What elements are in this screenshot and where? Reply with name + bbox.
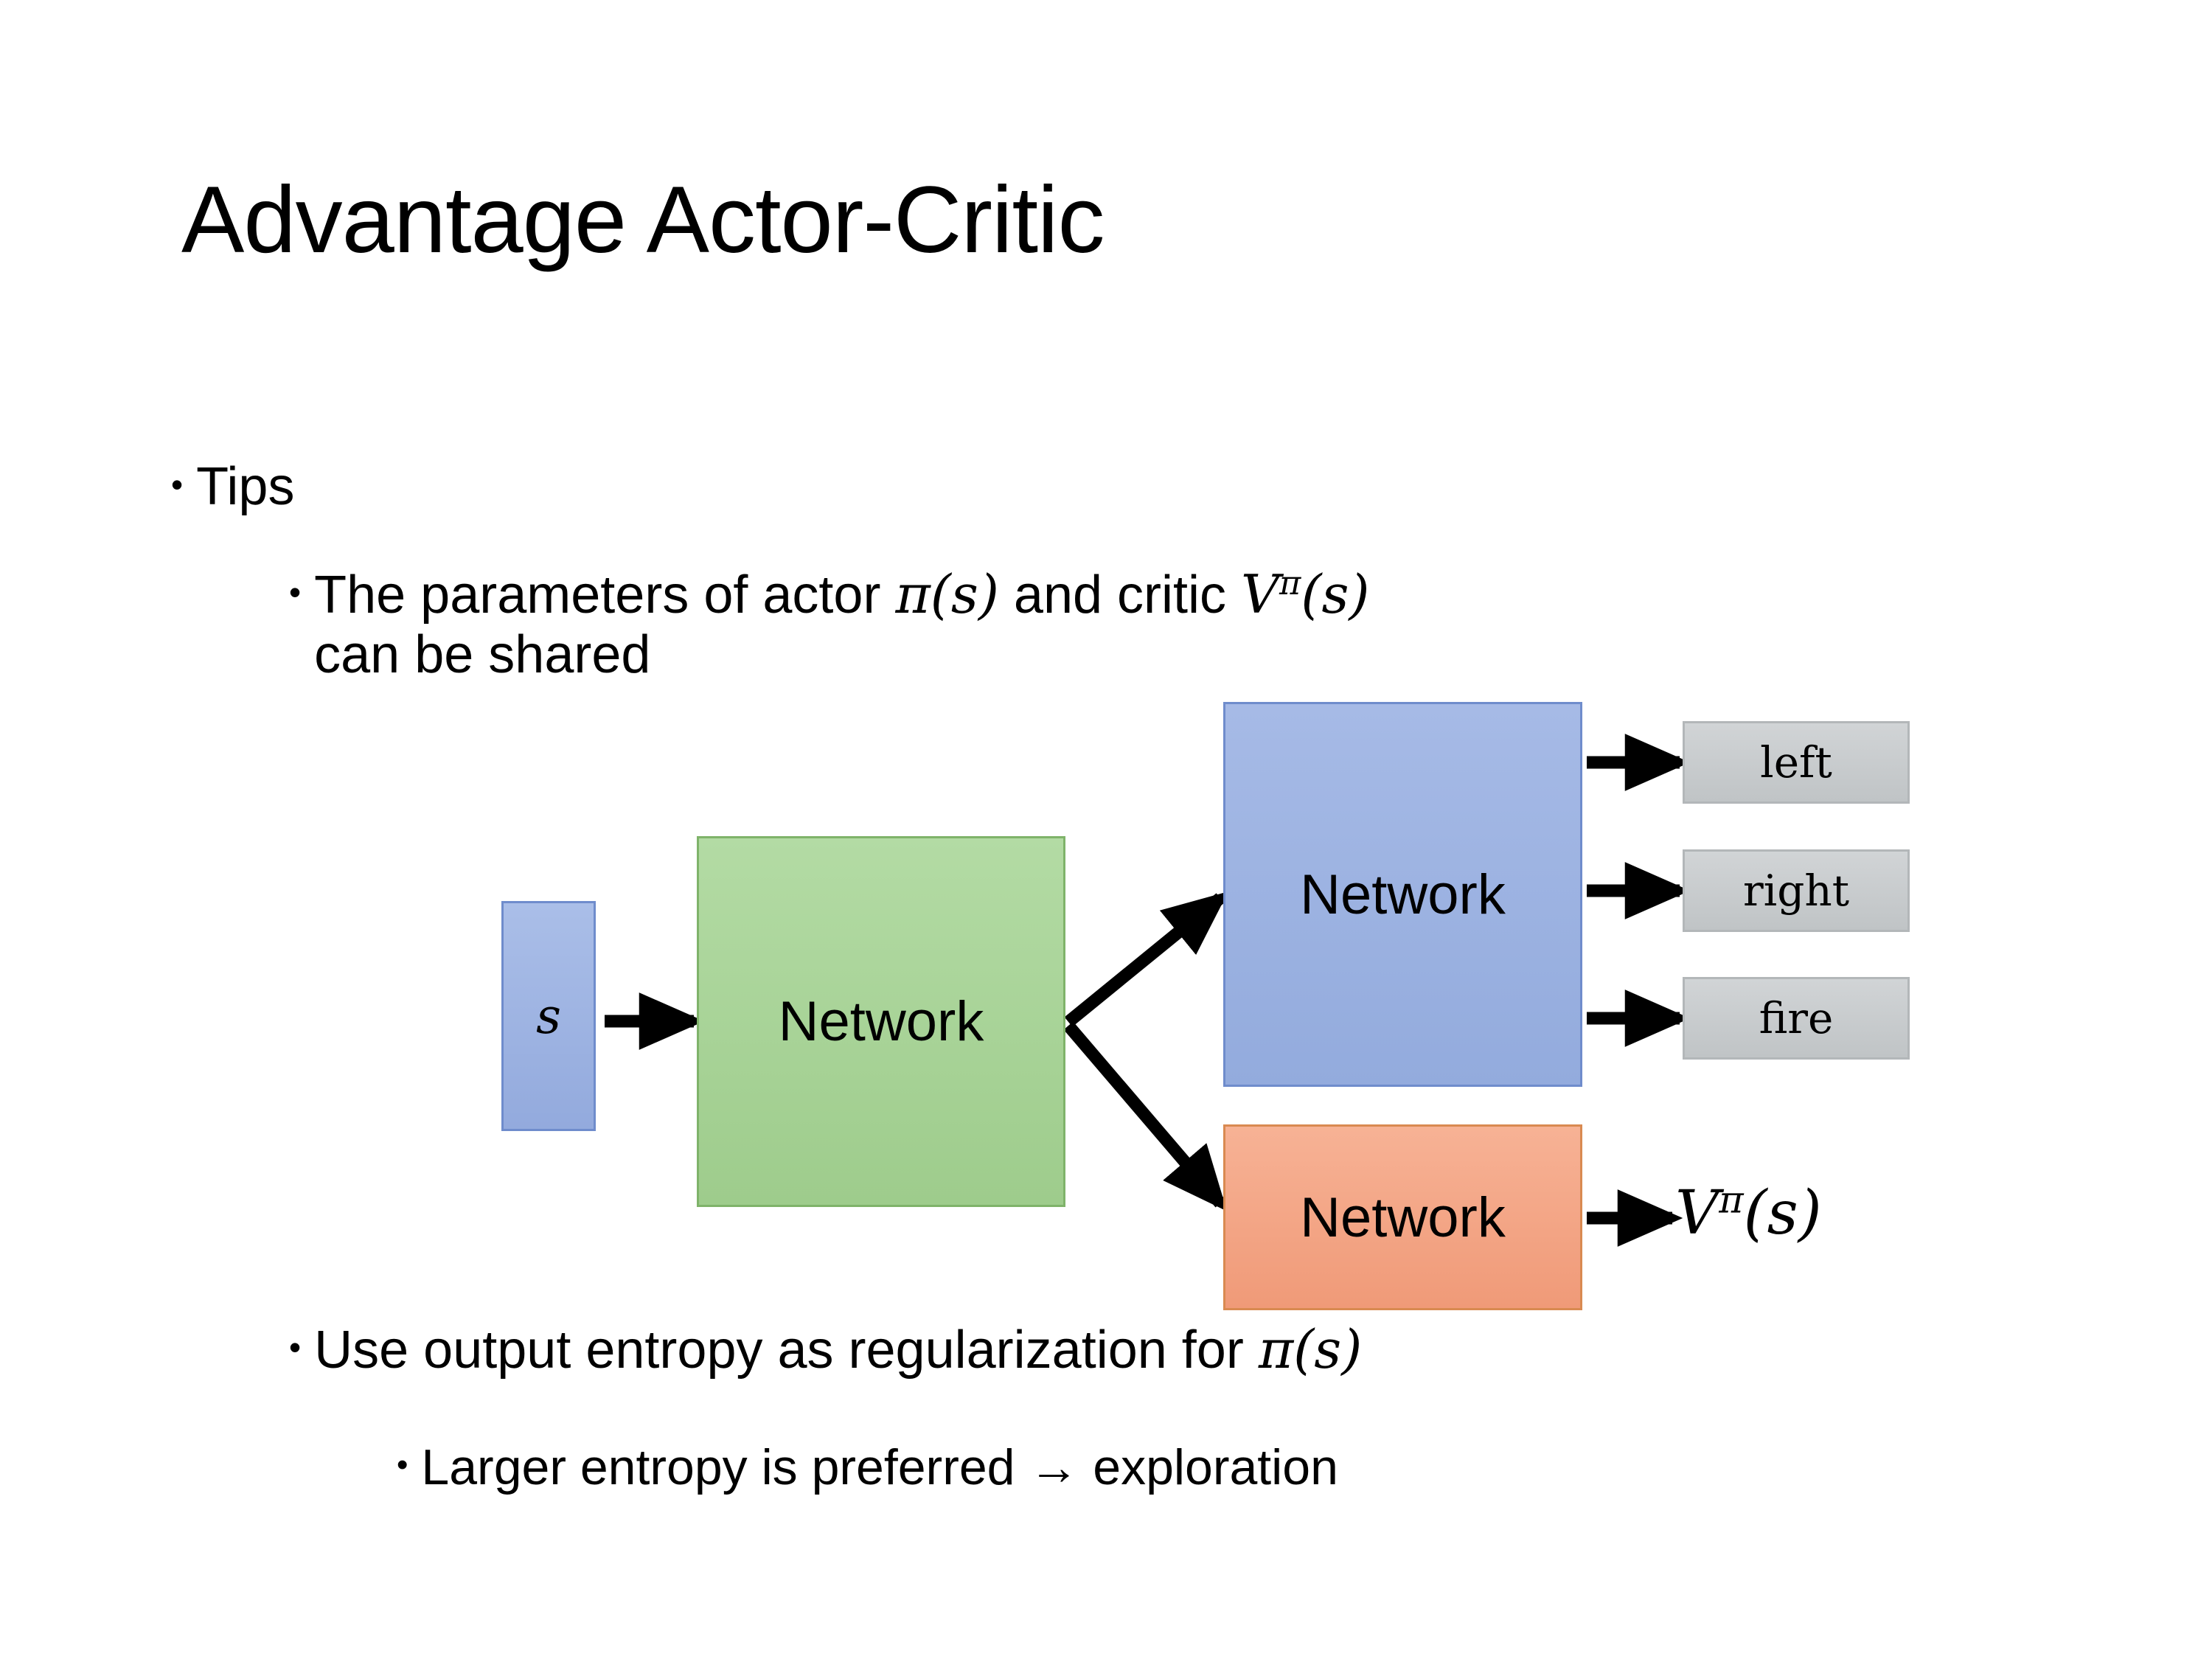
critic-V-args: (s) xyxy=(1301,563,1370,625)
bullet-marker-icon: • xyxy=(171,465,184,504)
actor-pi-args: (s) xyxy=(930,563,999,625)
page-title: Advantage Actor-Critic xyxy=(181,167,1105,273)
input-state-box: s xyxy=(501,901,596,1131)
bullet-larger-entropy: • Larger entropy is preferred → explorat… xyxy=(397,1439,1338,1495)
bullet-entropy-text: Use output entropy as regularization for… xyxy=(314,1320,1362,1380)
actor-network-box: Network xyxy=(1223,702,1582,1087)
entropy-pi-args: (s) xyxy=(1293,1318,1363,1380)
params-text-part1: The parameters of actor xyxy=(314,566,896,625)
arrow-shared-to-actor xyxy=(1064,891,1228,1027)
bullet-tips-label: Tips xyxy=(196,457,295,516)
value-V-args: (s) xyxy=(1743,1178,1822,1248)
arrow-shared-to-critic xyxy=(1063,1021,1228,1211)
actor-pi-symbol: π xyxy=(895,563,931,625)
actor-network-label: Network xyxy=(1300,863,1506,926)
bullet-entropy-regularization: • Use output entropy as regularization f… xyxy=(289,1320,1362,1380)
entropy-text: Use output entropy as regularization for xyxy=(314,1321,1259,1380)
bullet-marker-icon: • xyxy=(289,573,302,611)
params-text-part2: and critic xyxy=(998,566,1242,625)
action-output-fire: fire xyxy=(1683,977,1910,1060)
shared-network-label: Network xyxy=(778,990,984,1053)
bullet-shared-parameters: • The parameters of actor π(s) and criti… xyxy=(289,565,2132,684)
value-V-superscript-pi: π xyxy=(1719,1178,1744,1222)
action-output-right-label: right xyxy=(1742,866,1850,916)
bullet-marker-icon: • xyxy=(289,1328,302,1366)
bullet-shared-parameters-text: The parameters of actor π(s) and critic … xyxy=(314,565,1369,684)
params-text-line2: can be shared xyxy=(314,625,651,684)
action-output-right: right xyxy=(1683,849,1910,932)
bullet-marker-icon: • xyxy=(397,1447,408,1483)
action-output-left-label: left xyxy=(1760,737,1832,787)
critic-network-box: Network xyxy=(1223,1124,1582,1310)
critic-network-label: Network xyxy=(1300,1186,1506,1249)
critic-V-symbol: V xyxy=(1241,563,1280,625)
bullet-tips: • Tips xyxy=(171,457,294,517)
value-output-label: Vπ(s) xyxy=(1675,1178,1822,1248)
action-output-fire-label: fire xyxy=(1759,993,1834,1043)
entropy-pi-symbol: π xyxy=(1258,1318,1294,1380)
action-output-left: left xyxy=(1683,721,1910,804)
critic-V-superscript-pi: π xyxy=(1279,564,1301,602)
input-state-label: s xyxy=(536,987,561,1045)
value-V-symbol: V xyxy=(1675,1178,1719,1248)
bullet-larger-entropy-label: Larger entropy is preferred → exploratio… xyxy=(421,1439,1338,1495)
shared-network-box: Network xyxy=(697,836,1065,1207)
